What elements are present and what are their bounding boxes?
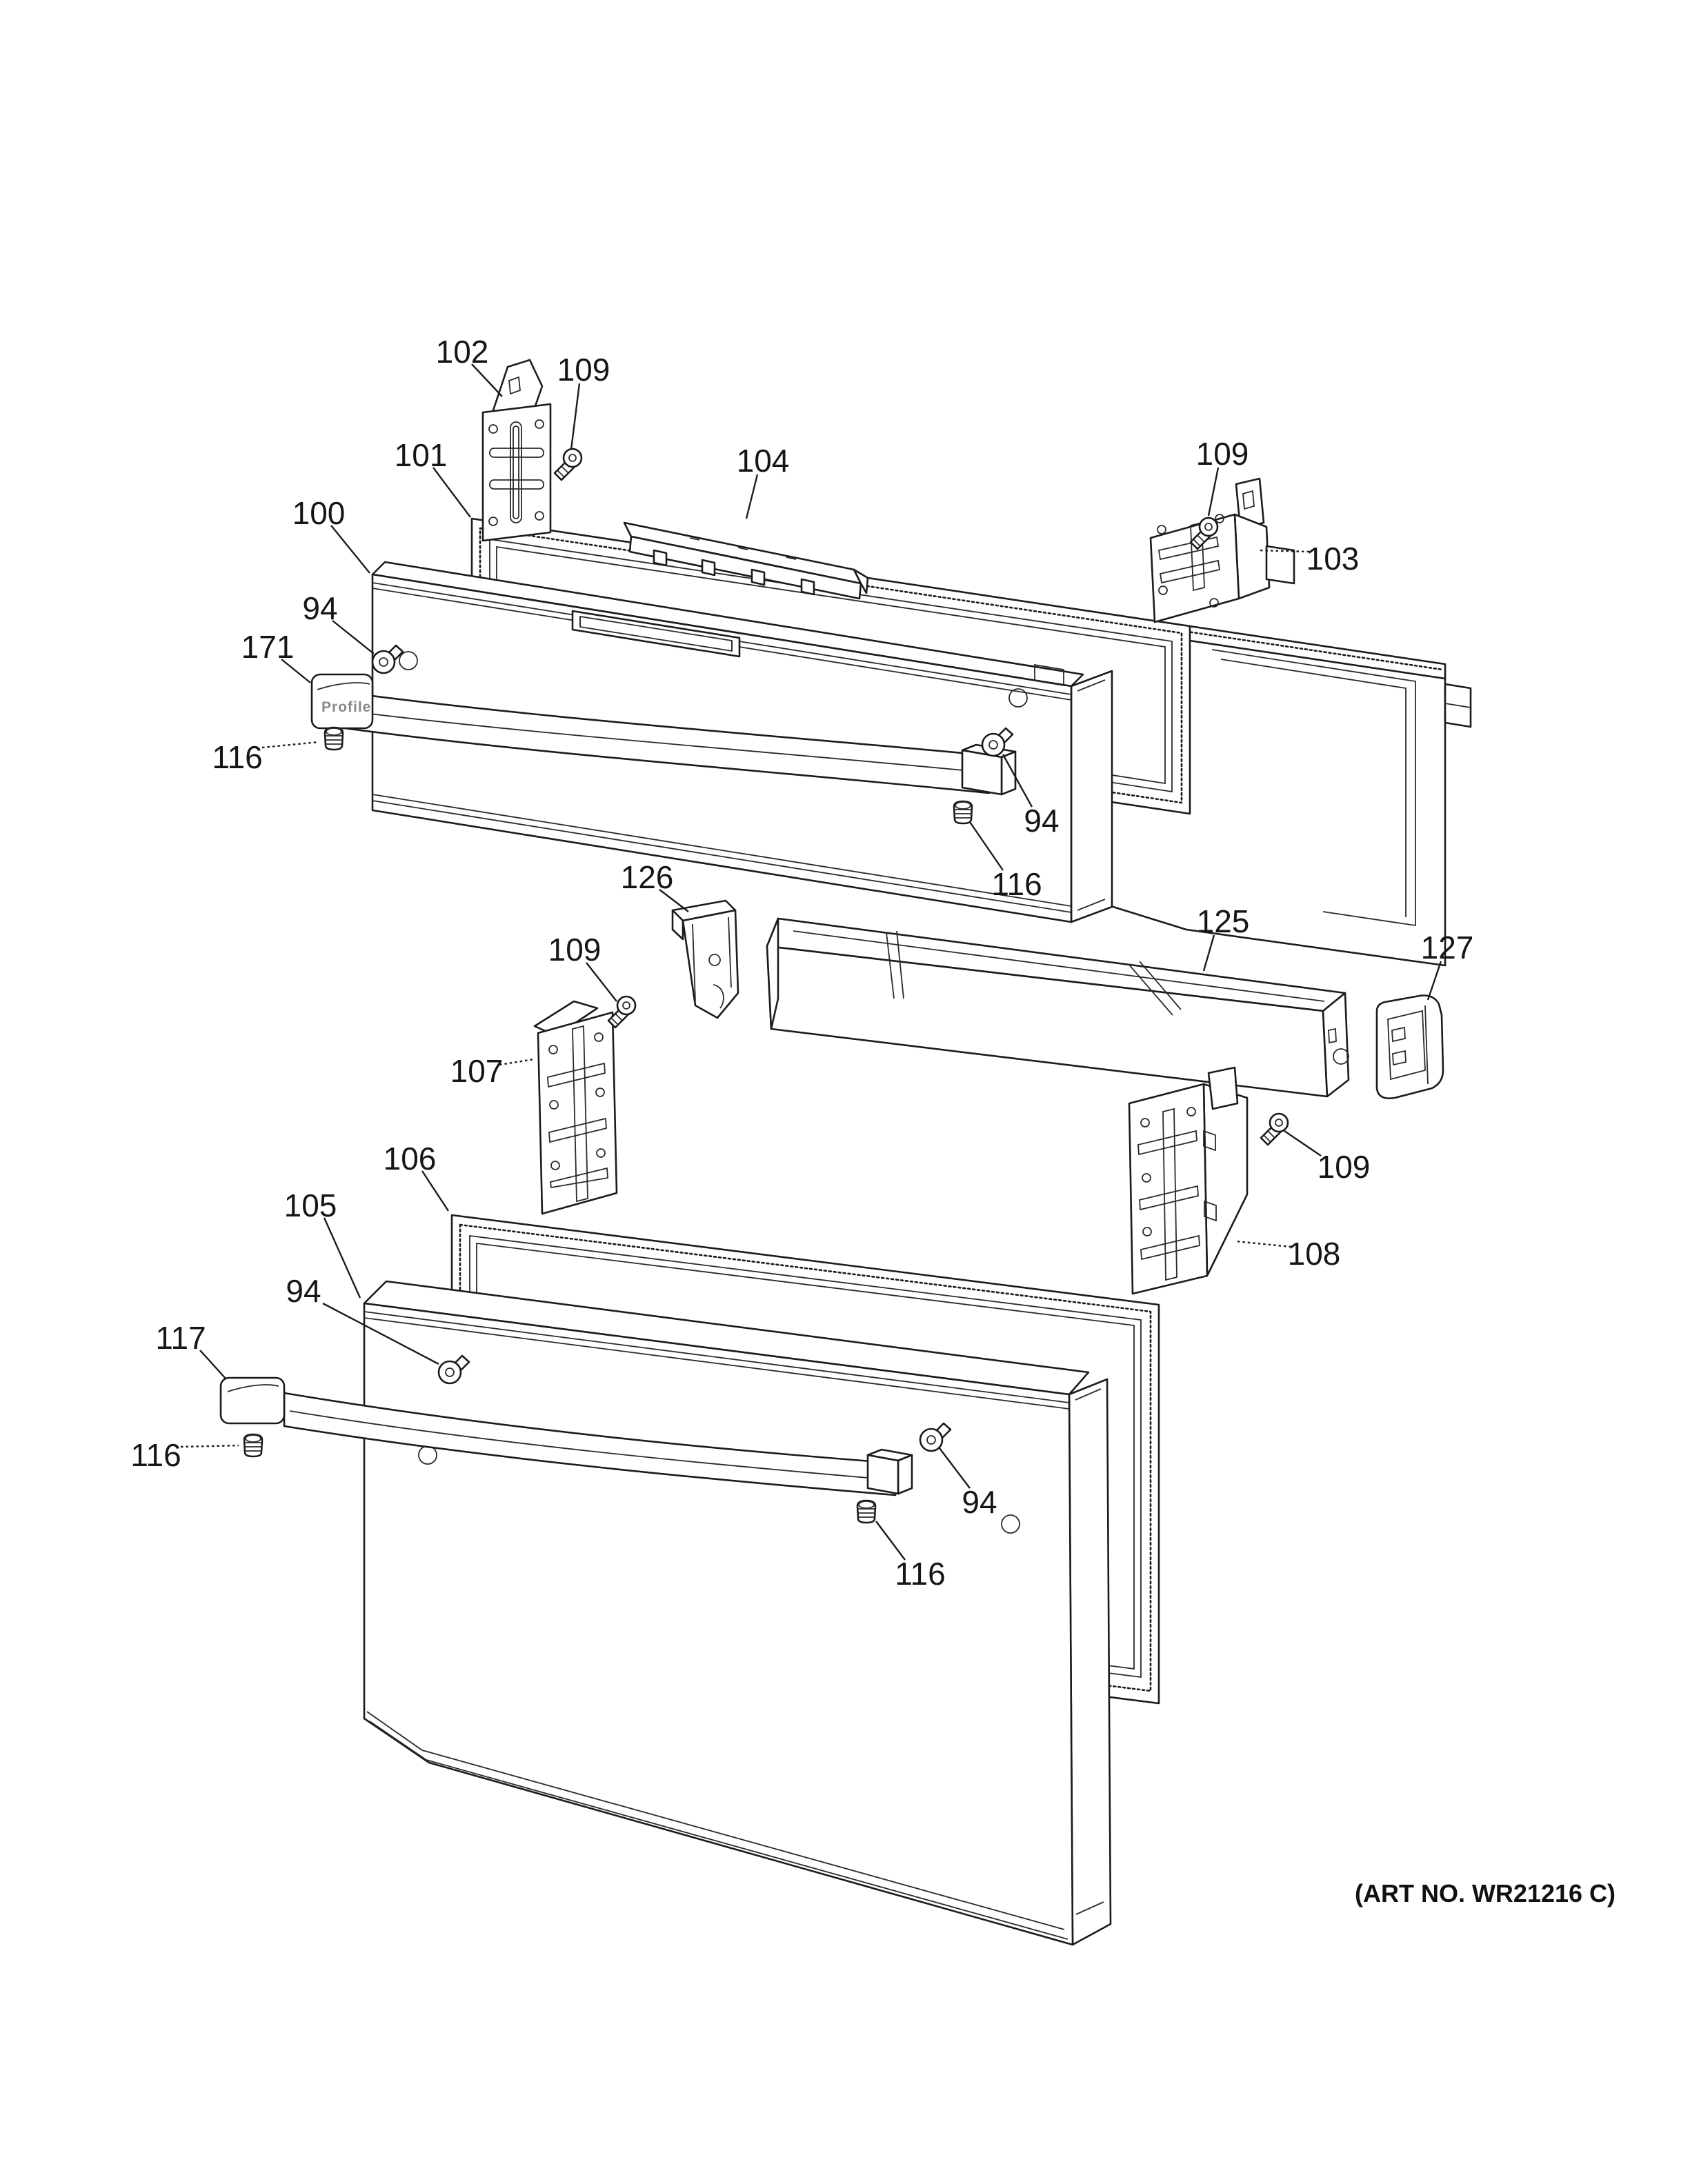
profile-logo: Profile	[321, 699, 371, 715]
leader-line-106-19	[421, 1170, 450, 1212]
leader-line-104-2	[745, 474, 759, 519]
callout-105-20: 105	[284, 1188, 337, 1223]
leader-line-109-1	[570, 383, 581, 450]
part-171-handle-endcap: Profile	[310, 673, 374, 730]
part-94-screw-2	[981, 727, 1014, 757]
leader-line-126-12	[659, 889, 689, 912]
leader-line-109-8	[1207, 467, 1220, 517]
callout-117-22: 117	[155, 1320, 206, 1356]
leader-line-125-15	[1202, 934, 1215, 972]
part-109-screw-3	[607, 995, 637, 1029]
part-94-screw-4	[919, 1422, 952, 1452]
leader-line-105-20	[323, 1217, 361, 1299]
callout-106-19: 106	[384, 1141, 437, 1176]
callout-101-3: 101	[395, 437, 448, 473]
art-no-label: (ART NO. WR21216 C)	[1355, 1879, 1616, 1907]
callout-94-5: 94	[302, 590, 337, 626]
callout-127-16: 127	[1421, 930, 1474, 965]
callout-171-6: 171	[241, 629, 295, 665]
part-116-set-screw-1	[324, 726, 344, 751]
leader-line-116-7	[261, 741, 319, 749]
callout-116-25: 116	[895, 1556, 945, 1592]
leader-line-102-0	[471, 363, 503, 397]
leader-line-127-16	[1426, 961, 1442, 1001]
callout-109-13: 109	[548, 932, 602, 968]
part-109-screw-2	[1189, 517, 1219, 550]
callout-108-18: 108	[1288, 1236, 1341, 1272]
part-102-bracket	[481, 359, 552, 542]
leader-line-94-24	[939, 1447, 971, 1489]
part-116-set-screw-3	[243, 1433, 264, 1458]
callout-125-15: 125	[1197, 903, 1250, 939]
leader-line-101-3	[433, 467, 471, 518]
leader-line-108-18	[1235, 1240, 1292, 1248]
callout-109-17: 109	[1318, 1149, 1371, 1185]
part-104-tray	[623, 521, 869, 600]
callout-94-10: 94	[1024, 803, 1059, 839]
callout-116-11: 116	[991, 866, 1042, 902]
callout-100-4: 100	[292, 495, 346, 531]
callout-94-24: 94	[962, 1484, 997, 1520]
leader-line-94-5	[332, 620, 375, 654]
leader-line-94-21	[322, 1302, 439, 1365]
callout-126-12: 126	[621, 859, 674, 895]
part-108-bracket	[1128, 1066, 1249, 1295]
part-116-set-screw-4	[856, 1499, 877, 1524]
part-107-bracket	[533, 1000, 618, 1215]
leader-line-116-25	[875, 1521, 906, 1561]
callout-109-8: 109	[1196, 436, 1249, 472]
callout-102-0: 102	[436, 334, 489, 370]
leader-line-103-9	[1257, 549, 1310, 553]
part-upper-handle	[323, 688, 1017, 796]
part-94-screw-3	[437, 1354, 470, 1385]
callout-103-9: 103	[1306, 541, 1360, 577]
leader-line-94-10	[1002, 754, 1033, 808]
callout-107-14: 107	[450, 1053, 504, 1089]
part-117-handle	[219, 1376, 913, 1496]
leader-line-109-17	[1284, 1130, 1322, 1156]
leader-line-100-4	[330, 525, 370, 574]
part-94-screw-1	[371, 644, 404, 674]
callout-104-2: 104	[737, 443, 790, 479]
part-109-screw-4	[1260, 1112, 1289, 1146]
part-126-clip	[671, 899, 739, 1019]
leader-line-116-23	[180, 1444, 239, 1448]
part-116-set-screw-2	[953, 800, 973, 825]
leader-line-107-14	[499, 1058, 535, 1066]
part-103-bracket	[1149, 477, 1295, 623]
part-105-door-front	[363, 1280, 1112, 1946]
part-127-end-cap	[1375, 994, 1444, 1099]
callout-116-23: 116	[130, 1437, 181, 1473]
leader-line-171-6	[281, 659, 311, 683]
leader-line-109-13	[586, 962, 617, 1002]
leader-line-117-22	[199, 1350, 227, 1380]
part-109-screw-1	[553, 448, 583, 481]
callout-109-1: 109	[557, 352, 610, 388]
callout-94-21: 94	[286, 1273, 321, 1309]
part-125-bin	[766, 917, 1350, 1098]
leader-line-116-11	[969, 821, 1004, 871]
callout-116-7: 116	[212, 739, 262, 775]
